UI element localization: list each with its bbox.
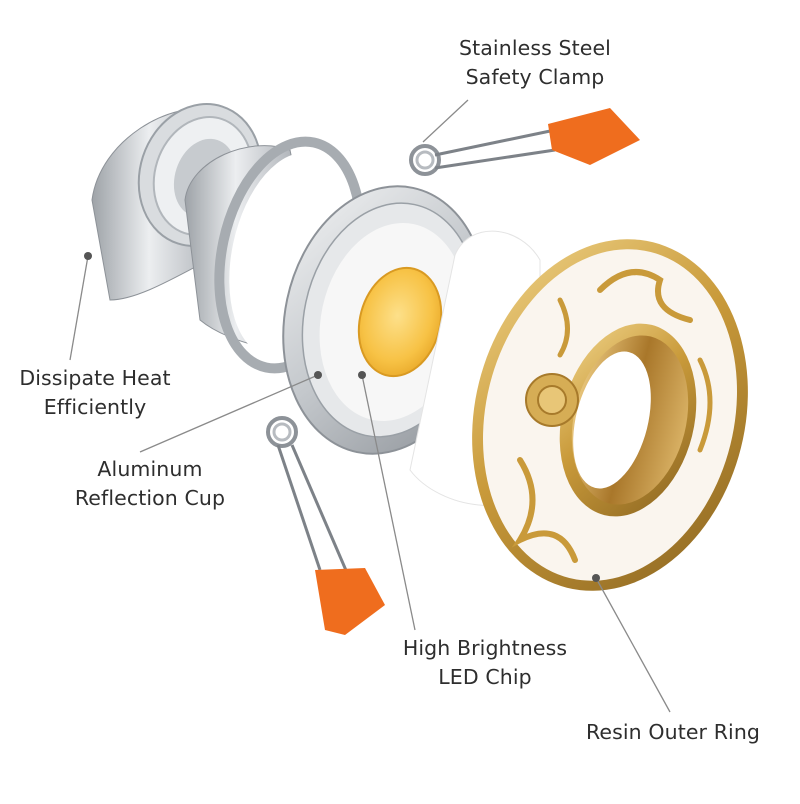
dot-ring <box>592 574 600 582</box>
dot-cup <box>314 371 322 379</box>
label-safety-clamp: Stainless Steel Safety Clamp <box>430 34 640 92</box>
label-resin-outer-ring: Resin Outer Ring <box>568 718 778 747</box>
label-line: Stainless Steel <box>430 34 640 63</box>
label-line: Reflection Cup <box>55 484 245 513</box>
label-dissipate-heat: Dissipate Heat Efficiently <box>10 364 180 422</box>
label-led-chip: High Brightness LED Chip <box>380 634 590 692</box>
label-line: Aluminum <box>55 455 245 484</box>
dot-heat <box>84 252 92 260</box>
label-line: Efficiently <box>10 393 180 422</box>
label-line: Dissipate Heat <box>10 364 180 393</box>
label-reflection-cup: Aluminum Reflection Cup <box>55 455 245 513</box>
leader-heat <box>70 256 88 360</box>
dot-chip <box>358 371 366 379</box>
leader-clamp <box>423 100 468 142</box>
safety-clamp-top <box>411 108 640 174</box>
label-line: Safety Clamp <box>430 63 640 92</box>
label-line: High Brightness <box>380 634 590 663</box>
label-line: LED Chip <box>380 663 590 692</box>
label-line: Resin Outer Ring <box>568 718 778 747</box>
leader-ring <box>596 578 670 712</box>
